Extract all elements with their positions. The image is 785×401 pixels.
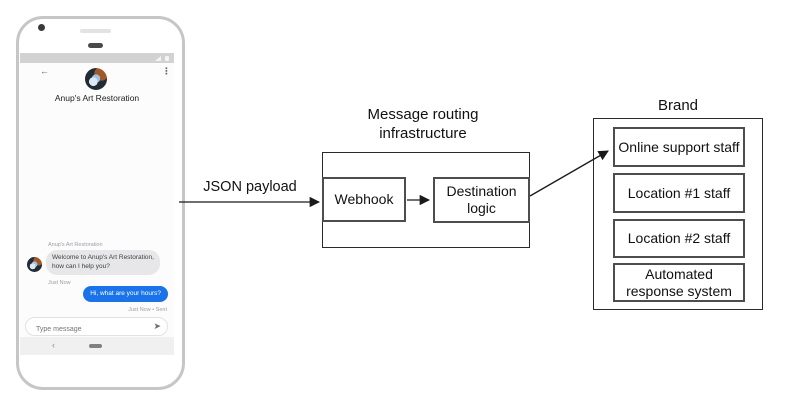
destination-logic-box: Destination logic <box>433 177 530 223</box>
brand-box-automated-response: Automated response system <box>613 263 745 302</box>
brand-box-online-support: Online support staff <box>613 127 745 167</box>
earpiece-speaker <box>80 29 111 33</box>
brand-box-location-2: Location #2 staff <box>613 219 745 258</box>
brand-box-location-1: Location #1 staff <box>613 173 745 213</box>
send-icon[interactable]: ➤ <box>153 321 161 331</box>
message-composer[interactable]: ➤ <box>25 317 168 338</box>
message-avatar <box>27 257 42 272</box>
incoming-message-bubble: Welcome to Anup's Art Restoration, how c… <box>46 250 160 275</box>
status-bar <box>20 53 174 63</box>
android-nav-bar: ‹ <box>20 337 174 355</box>
signal-icon <box>155 56 161 61</box>
phone-screen: ← ⋮ Anup's Art Restoration Anup's Art Re… <box>20 53 174 355</box>
sender-label: Anup's Art Restoration <box>48 242 103 248</box>
phone-mockup: ← ⋮ Anup's Art Restoration Anup's Art Re… <box>16 16 185 390</box>
front-camera-icon <box>38 24 45 31</box>
chat-header-title: Anup's Art Restoration <box>54 93 140 103</box>
overflow-menu-icon[interactable]: ⋮ <box>162 66 171 76</box>
nav-home-pill[interactable] <box>89 344 102 348</box>
nav-back-icon[interactable]: ‹ <box>52 340 55 350</box>
outgoing-message-bubble: Hi, what are your hours? <box>83 286 168 302</box>
routing-title: Message routing infrastructure <box>367 106 479 142</box>
battery-icon <box>165 56 169 61</box>
outgoing-timestamp: Just Now • Sent <box>128 307 167 313</box>
speaker-grill <box>88 43 103 48</box>
back-arrow-icon[interactable]: ← <box>40 66 49 76</box>
avatar <box>85 68 107 90</box>
incoming-timestamp: Just Now <box>48 280 71 286</box>
webhook-box: Webhook <box>322 177 406 222</box>
message-input[interactable] <box>34 321 148 338</box>
brand-title: Brand <box>657 97 699 114</box>
json-payload-label: JSON payload <box>203 179 297 195</box>
